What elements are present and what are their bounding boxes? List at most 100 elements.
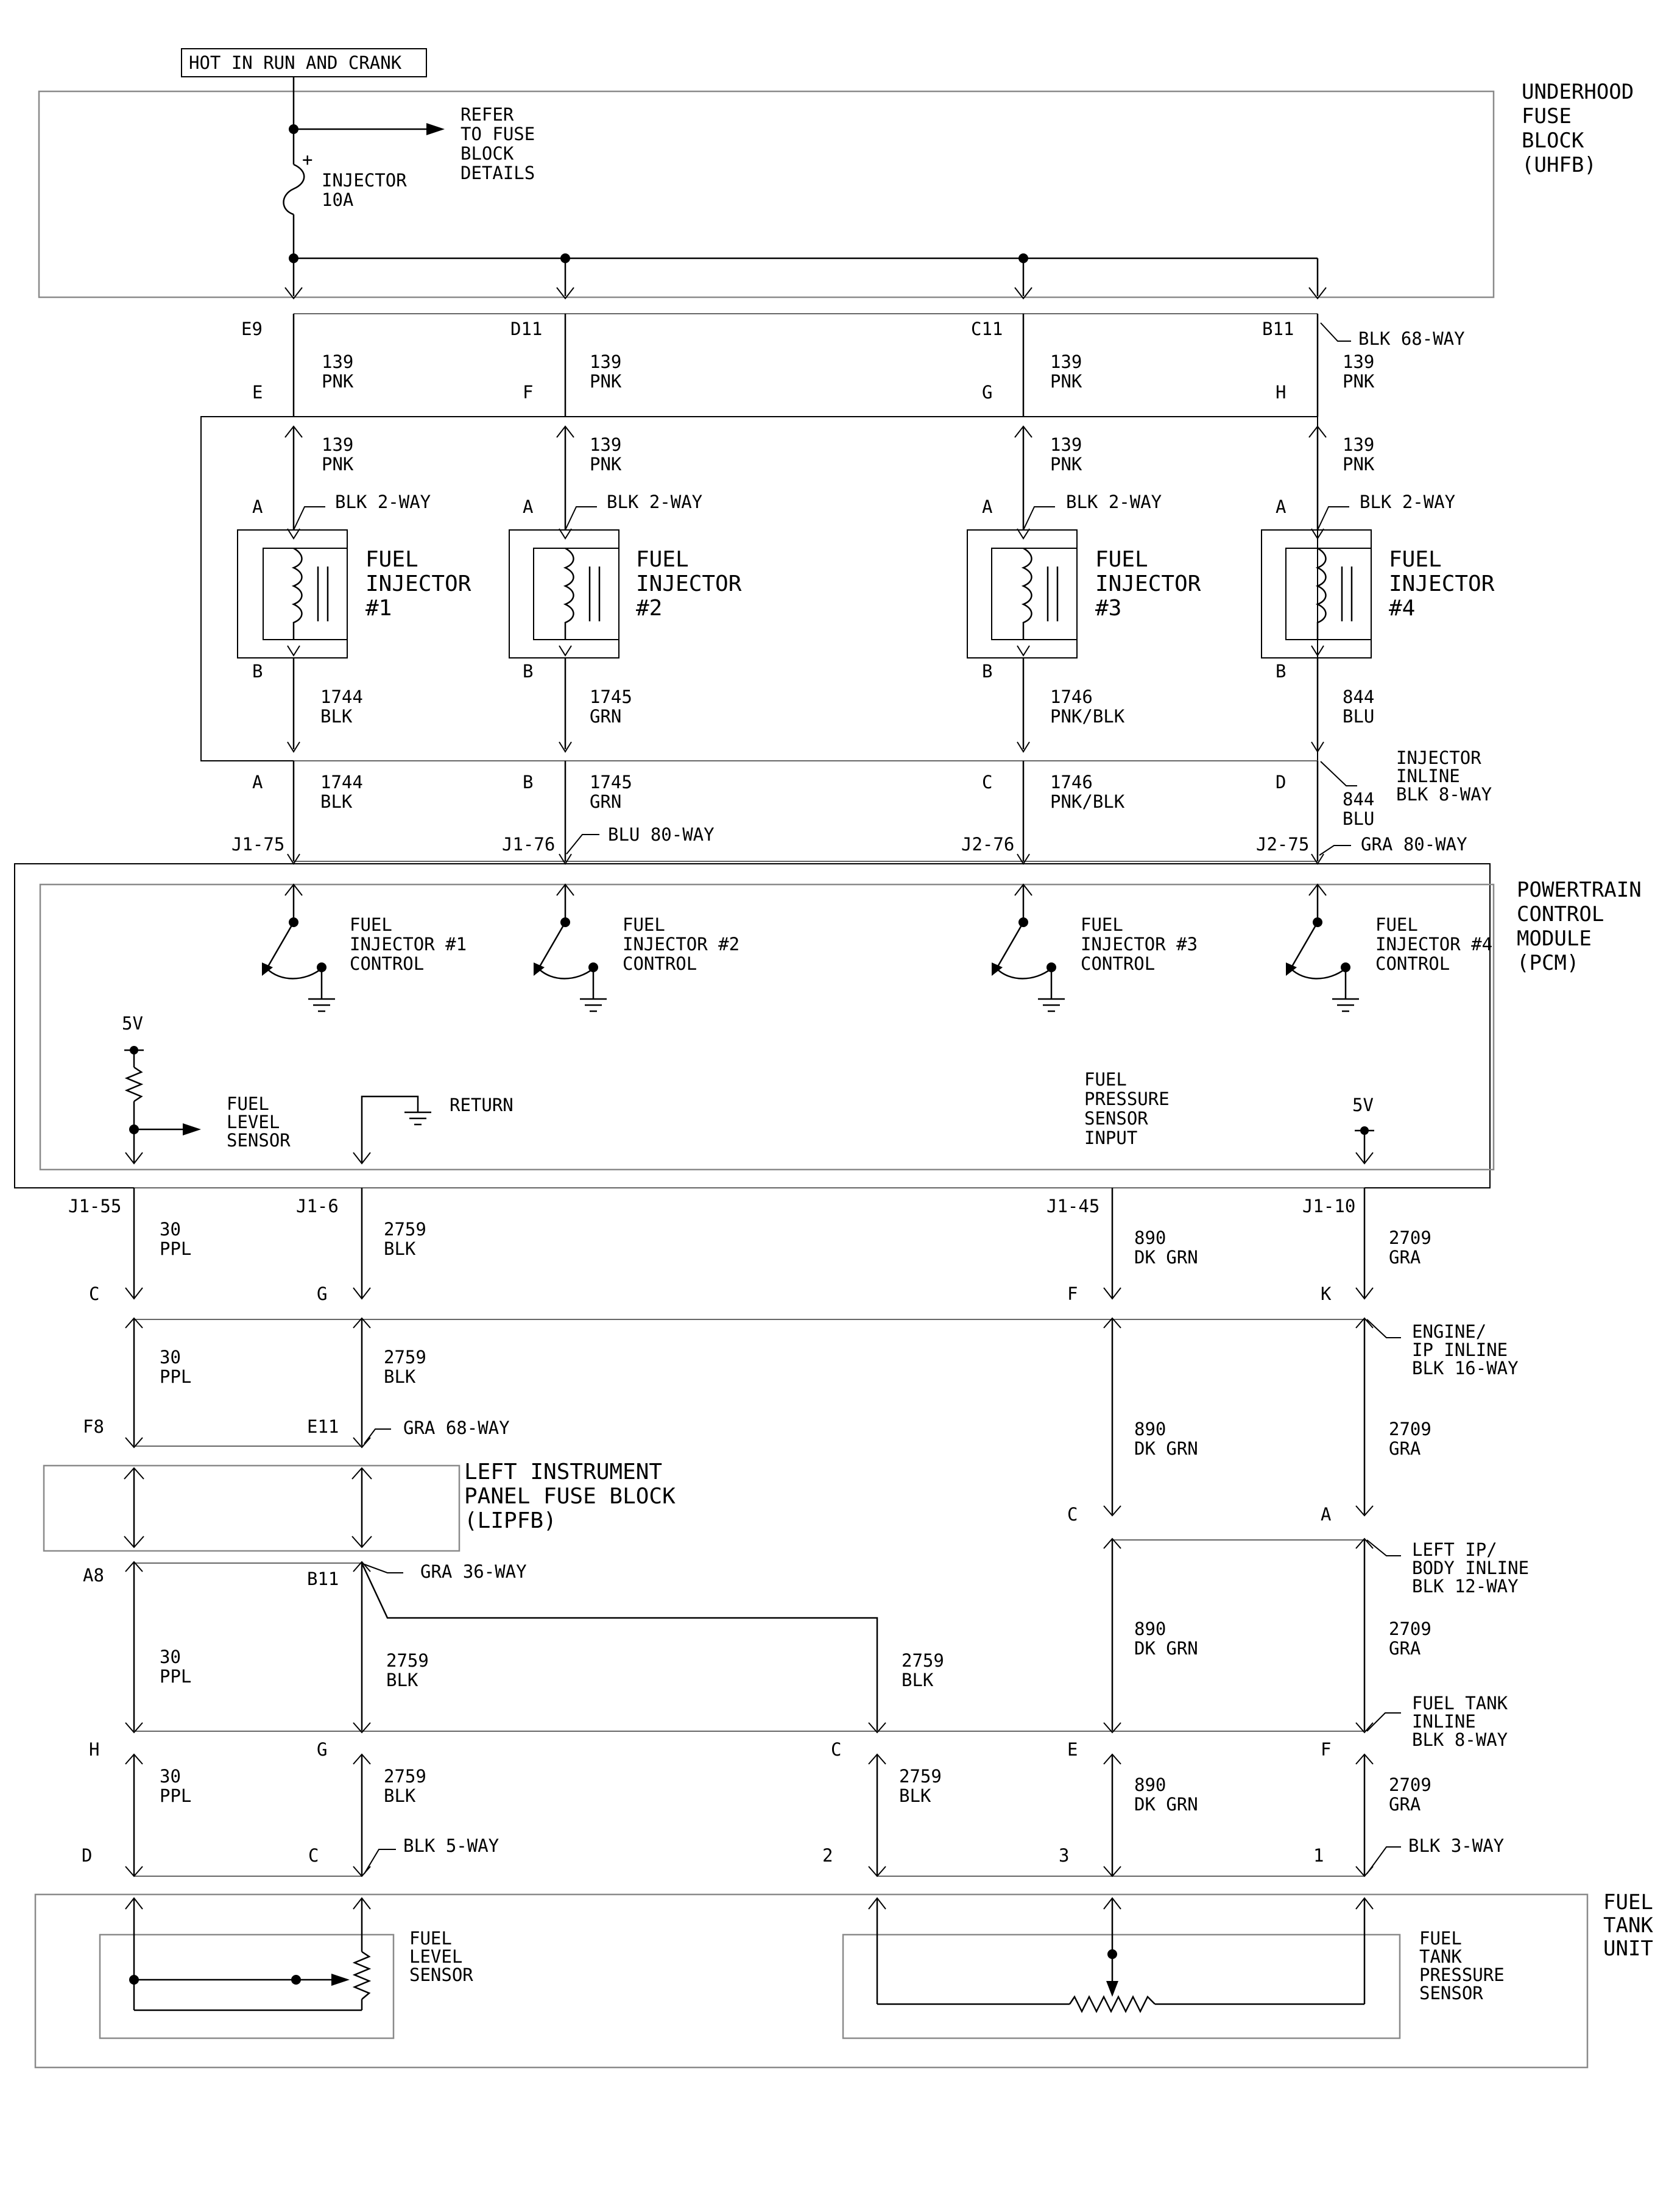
svg-text:GRA 36-WAY: GRA 36-WAY (420, 1561, 527, 1582)
svg-text:1746: 1746 (1050, 772, 1093, 793)
svg-text:BLU: BLU (1343, 808, 1374, 829)
svg-text:TANK: TANK (1419, 1946, 1462, 1967)
svg-text:FUEL: FUEL (1389, 547, 1442, 572)
svg-text:FUEL: FUEL (409, 1928, 452, 1949)
svg-text:2709: 2709 (1389, 1774, 1431, 1795)
injector-feeds: 139 PNK 139 PNK 139 PNK 139 PNK (284, 425, 1375, 530)
svg-text:LEFT INSTRUMENT: LEFT INSTRUMENT (464, 1460, 662, 1485)
svg-text:UNIT: UNIT (1603, 1936, 1653, 1961)
fuel-injector-3: A BLK 2-WAY FUEL INJECTOR #3 B 1746 PNK/… (967, 492, 1201, 749)
svg-text:PRESSURE: PRESSURE (1419, 1965, 1505, 1985)
svg-text:G: G (982, 382, 992, 403)
svg-text:1744: 1744 (320, 772, 363, 793)
svg-text:INPUT: INPUT (1084, 1128, 1137, 1148)
svg-text:A8: A8 (83, 1565, 104, 1586)
svg-text:2759: 2759 (899, 1766, 942, 1787)
engine-ip-inline: ENGINE/ IP INLINE BLK 16-WAY 30 PPL 2759… (83, 1317, 1519, 1514)
svg-text:A: A (1276, 496, 1286, 517)
svg-text:1745: 1745 (590, 772, 632, 793)
svg-text:139: 139 (1343, 351, 1374, 372)
svg-text:BLK 68-WAY: BLK 68-WAY (1358, 328, 1465, 349)
svg-text:BLK 8-WAY: BLK 8-WAY (1412, 1729, 1508, 1750)
svg-text:CONTROL: CONTROL (1081, 953, 1155, 974)
svg-text:C: C (308, 1845, 319, 1866)
svg-text:INJECTOR: INJECTOR (1095, 571, 1201, 596)
svg-text:2: 2 (822, 1845, 833, 1866)
fuel-injector-1: A BLK 2-WAY FUEL INJECTOR #1 B 1744 BLK (237, 492, 471, 749)
svg-text:1: 1 (1313, 1845, 1324, 1866)
svg-text:FUEL: FUEL (1603, 1890, 1653, 1915)
svg-text:SENSOR: SENSOR (1084, 1108, 1148, 1129)
svg-text:B: B (252, 661, 263, 682)
fuel-injector-4: A BLK 2-WAY FUEL INJECTOR #4 B 844 BLU (1261, 492, 1495, 749)
svg-text:890: 890 (1134, 1774, 1166, 1795)
svg-text:BLK 3-WAY: BLK 3-WAY (1408, 1835, 1504, 1856)
svg-text:POWERTRAIN: POWERTRAIN (1517, 878, 1642, 902)
pcm-lower-harness: J1-55 J1-6 J1-45 J1-10 30 PPL 2759 BLK 8… (68, 1187, 1431, 1304)
svg-text:BLK: BLK (320, 706, 353, 727)
svg-text:1745: 1745 (590, 687, 632, 707)
svg-text:BLK 2-WAY: BLK 2-WAY (607, 492, 702, 512)
svg-text:J2-76: J2-76 (961, 834, 1014, 855)
pcm-return: RETURN (353, 1095, 514, 1165)
pcm-5v-reference: 5V (1352, 1095, 1374, 1165)
svg-text:139: 139 (322, 434, 353, 455)
pcm-injector-3-driver: FUEL INJECTOR #3 CONTROL (992, 883, 1198, 1012)
svg-text:D: D (82, 1845, 92, 1866)
svg-text:A: A (252, 772, 263, 793)
svg-text:BLK: BLK (902, 1670, 934, 1690)
svg-text:H: H (1276, 382, 1286, 403)
svg-text:2709: 2709 (1389, 1419, 1431, 1439)
svg-text:F: F (1321, 1739, 1331, 1760)
svg-text:BLK: BLK (384, 1785, 416, 1806)
svg-text:PNK: PNK (1343, 371, 1375, 392)
svg-text:PNK: PNK (322, 454, 354, 475)
svg-text:BLOCK: BLOCK (1522, 129, 1584, 153)
svg-text:C: C (89, 1283, 99, 1304)
svg-text:A: A (252, 496, 263, 517)
svg-text:G: G (317, 1283, 327, 1304)
svg-text:E9: E9 (241, 319, 263, 339)
uhfb-box: UNDERHOOD FUSE BLOCK (UHFB) (38, 80, 1634, 298)
injector-inline-arrows (287, 741, 1324, 753)
fuel-injector-2: A BLK 2-WAY FUEL INJECTOR #2 B 1745 GRN (509, 492, 742, 749)
svg-text:2759: 2759 (902, 1650, 944, 1671)
svg-text:TANK: TANK (1603, 1913, 1653, 1938)
svg-text:HOT IN RUN AND CRANK: HOT IN RUN AND CRANK (189, 52, 402, 73)
svg-text:139: 139 (1050, 351, 1082, 372)
svg-text:D: D (1276, 772, 1286, 793)
svg-text:CONTROL: CONTROL (1375, 953, 1450, 974)
svg-text:2759: 2759 (384, 1219, 426, 1240)
svg-text:INJECTOR: INJECTOR (322, 170, 407, 191)
svg-text:FUEL: FUEL (1084, 1069, 1127, 1090)
svg-text:FUEL: FUEL (636, 547, 689, 572)
svg-text:LEFT IP/: LEFT IP/ (1412, 1539, 1497, 1560)
lipfb-box: LEFT INSTRUMENT PANEL FUSE BLOCK (LIPFB)… (43, 1460, 1374, 1552)
svg-text:PNK: PNK (590, 371, 622, 392)
svg-text:844: 844 (1343, 687, 1374, 707)
lipfb-lower-harness: A8 B11 GRA 36-WAY 30 PPL 2759 BLK 2759 B… (83, 1561, 1508, 1760)
svg-text:BLK 12-WAY: BLK 12-WAY (1412, 1576, 1519, 1597)
svg-text:E: E (252, 382, 263, 403)
svg-text:FUEL: FUEL (350, 914, 392, 935)
svg-text:MODULE: MODULE (1517, 927, 1592, 951)
svg-text:SENSOR: SENSOR (1419, 1983, 1483, 2003)
injector-inline-8-way: A B C D 1744 BLK 1745 GRN 1746 PNK/BLK 8… (231, 747, 1492, 865)
svg-text:B11: B11 (1262, 319, 1294, 339)
svg-text:INJECTOR #1: INJECTOR #1 (350, 934, 467, 955)
svg-text:C: C (982, 772, 992, 793)
svg-text:FUEL: FUEL (1081, 914, 1123, 935)
svg-text:A: A (1321, 1504, 1331, 1525)
svg-text:PNK: PNK (1050, 371, 1082, 392)
svg-text:TO FUSE: TO FUSE (461, 124, 535, 144)
svg-text:844: 844 (1343, 789, 1374, 810)
svg-text:890: 890 (1134, 1419, 1166, 1439)
svg-text:SENSOR: SENSOR (409, 1965, 473, 1985)
svg-text:BLK 8-WAY: BLK 8-WAY (1396, 784, 1492, 805)
svg-text:D11: D11 (510, 319, 542, 339)
svg-text:INJECTOR: INJECTOR (1396, 747, 1481, 768)
svg-text:RETURN: RETURN (450, 1095, 514, 1115)
svg-text:BLOCK: BLOCK (461, 143, 514, 164)
svg-text:J1-45: J1-45 (1046, 1196, 1099, 1216)
svg-text:LEVEL: LEVEL (227, 1112, 280, 1132)
